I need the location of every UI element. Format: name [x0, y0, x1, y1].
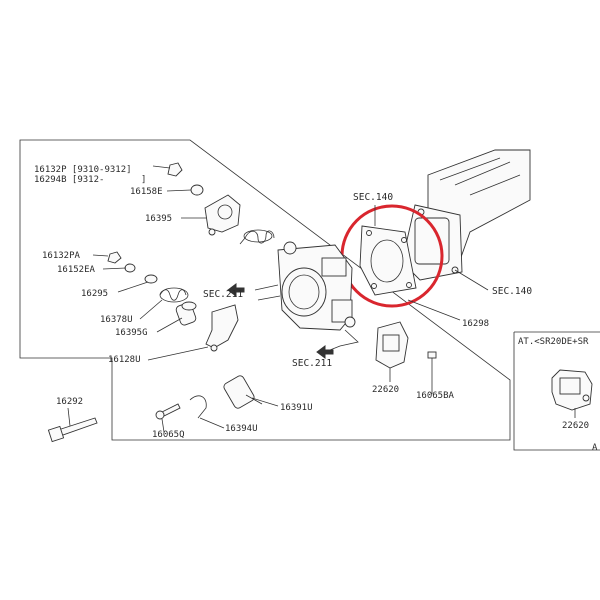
label-16132p: 16132P [9310-9312]	[34, 165, 132, 175]
arrow-sec211-bottom	[316, 345, 334, 359]
label-16391u: 16391U	[280, 403, 313, 413]
diagram-frame	[19, 139, 511, 441]
label-16128u: 16128U	[108, 355, 141, 365]
bolt-16065q	[155, 403, 181, 420]
label-sec140-right: SEC.140	[492, 286, 532, 297]
label-16292: 16292	[56, 397, 83, 407]
screw-16065ba	[427, 351, 437, 372]
solenoid-16391u	[223, 375, 263, 409]
washer-16158e	[190, 184, 204, 196]
inset-sensor-part	[551, 369, 593, 418]
label-16132pa: 16132PA	[42, 251, 81, 261]
throttle-body	[254, 241, 359, 351]
label-16298: 16298	[462, 319, 489, 329]
throttle-cam-16395	[204, 194, 241, 236]
clip-16394u	[189, 395, 207, 419]
inset-frame	[513, 331, 600, 451]
nut-16132p	[167, 162, 183, 177]
inset-part-number: 22620	[562, 421, 589, 431]
label-16065ba: 16065BA	[416, 391, 455, 401]
inset-corner-letter: A	[592, 443, 598, 453]
leader-lines	[67, 165, 489, 433]
label-16065q: 16065Q	[152, 430, 185, 440]
label-22620: 22620	[372, 385, 399, 395]
nut-16132pa	[107, 251, 122, 264]
label-16295: 16295	[81, 289, 108, 299]
inset-title: AT.<SR20DE+SR	[518, 337, 589, 347]
bracket-16128u	[205, 304, 239, 352]
washer-16295	[144, 274, 158, 284]
sensor-22620	[375, 321, 409, 369]
label-16158e: 16158E	[130, 187, 163, 197]
label-16378u: 16378U	[100, 315, 133, 325]
arrow-sec211-top	[227, 283, 245, 297]
label-16294b-end: ]	[141, 175, 146, 185]
spring-16378u	[159, 287, 189, 303]
label-sec211-top: SEC.211	[203, 289, 243, 300]
label-16395: 16395	[145, 214, 172, 224]
return-spring	[239, 229, 275, 245]
label-16395g: 16395G	[115, 328, 148, 338]
label-16394u: 16394U	[225, 424, 258, 434]
label-sec211-bottom: SEC.211	[292, 358, 332, 369]
label-16294b: 16294B [9312-	[34, 175, 104, 185]
washer-16152ea	[124, 263, 136, 273]
bolt-16292	[47, 417, 98, 443]
label-sec140-top: SEC.140	[353, 192, 393, 203]
throttle-gasket	[359, 225, 417, 296]
label-16152ea: 16152EA	[57, 265, 96, 275]
collar-16395g	[175, 301, 197, 326]
